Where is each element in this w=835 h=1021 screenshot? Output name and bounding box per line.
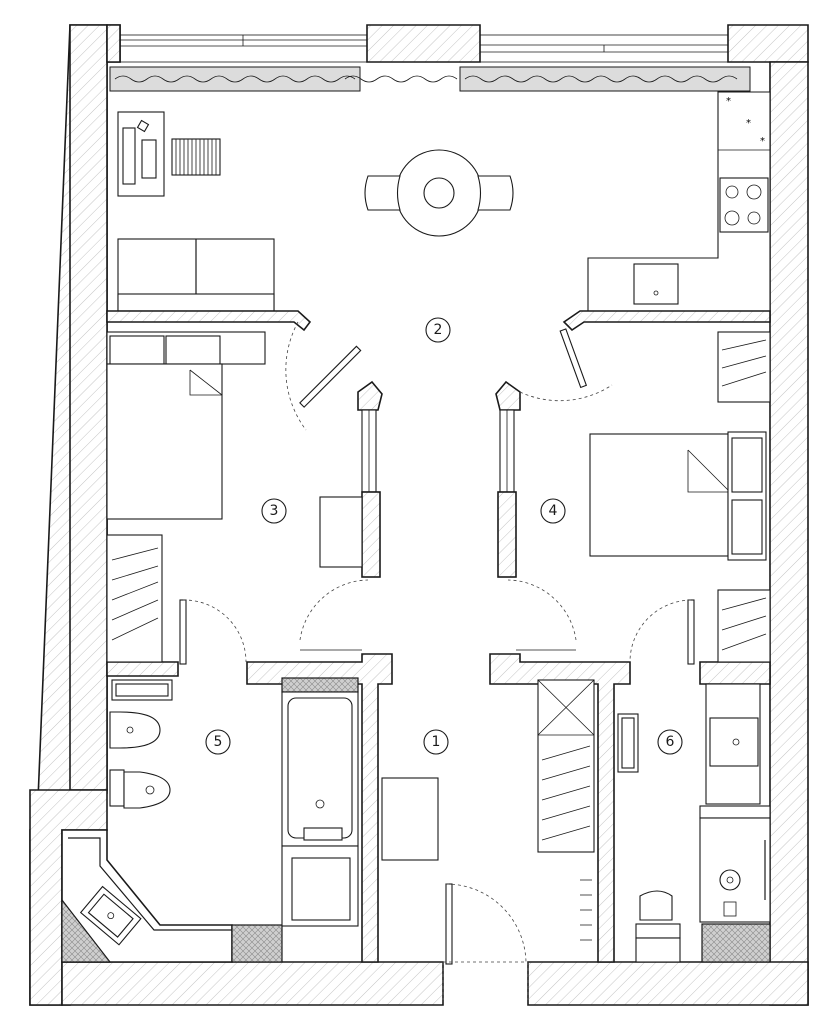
room-number-2: 2 bbox=[434, 322, 443, 338]
bathroom-left-walls bbox=[61, 829, 283, 963]
room-number-4: 4 bbox=[549, 503, 558, 519]
room-number-1: 1 bbox=[432, 734, 441, 750]
outer-walls bbox=[29, 24, 809, 1006]
sofa bbox=[117, 238, 275, 312]
bathroom-right-fixtures bbox=[617, 683, 771, 963]
bed-right bbox=[589, 431, 767, 561]
hall-rug bbox=[381, 777, 439, 861]
door-room-3 bbox=[285, 321, 362, 431]
desk bbox=[117, 111, 165, 197]
radiator bbox=[171, 138, 221, 176]
door-room-6 bbox=[629, 599, 695, 665]
nightstand-left bbox=[319, 496, 363, 568]
bed-left bbox=[106, 331, 266, 520]
hall-closet bbox=[537, 679, 595, 941]
curtains bbox=[109, 66, 751, 92]
door-room-4 bbox=[519, 328, 613, 402]
room-label-6: 6 bbox=[657, 729, 683, 755]
window-right bbox=[479, 34, 729, 63]
entry-door bbox=[442, 883, 529, 1000]
room-label-2: 2 bbox=[425, 317, 451, 343]
room-label-3: 3 bbox=[261, 498, 287, 524]
dining-table bbox=[364, 149, 514, 237]
svg-text:*: * bbox=[760, 136, 765, 147]
svg-text:*: * bbox=[726, 96, 731, 107]
room-label-4: 4 bbox=[540, 498, 566, 524]
room-number-3: 3 bbox=[270, 503, 279, 519]
wardrobe-right-top bbox=[717, 331, 771, 403]
wardrobe-left bbox=[106, 534, 163, 663]
door-room-1-right bbox=[507, 579, 577, 651]
door-room-1-left bbox=[299, 579, 369, 651]
room-label-5: 5 bbox=[205, 729, 231, 755]
bathtub bbox=[281, 677, 359, 927]
kitchen-counter: * * * bbox=[587, 91, 771, 313]
wardrobe-right-bottom bbox=[717, 589, 771, 663]
room-number-5: 5 bbox=[214, 734, 223, 750]
svg-text:*: * bbox=[746, 118, 751, 129]
bathroom-left-fixtures bbox=[109, 679, 173, 809]
room-number-6: 6 bbox=[666, 734, 675, 750]
door-room-5 bbox=[179, 599, 247, 665]
window-left bbox=[119, 34, 368, 63]
room-label-1: 1 bbox=[423, 729, 449, 755]
